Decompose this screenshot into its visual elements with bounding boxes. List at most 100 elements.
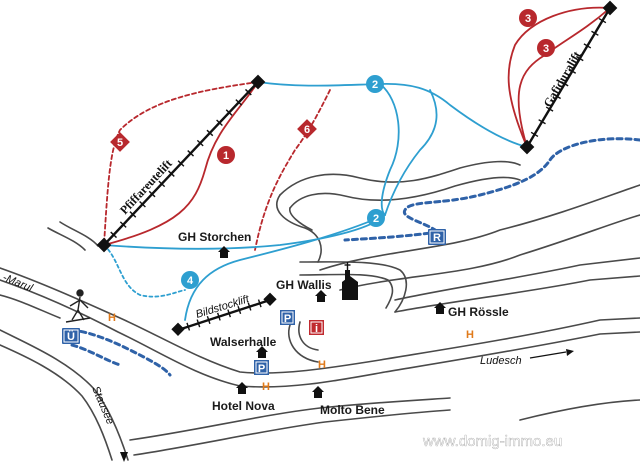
nw-road-a — [47, 227, 86, 251]
lift-tick-gafi — [560, 81, 569, 87]
lift-tick-pfiff — [167, 170, 175, 177]
piste-4-line — [184, 214, 386, 321]
parking-label-1: P — [284, 313, 291, 325]
lift-tick-gafi — [583, 43, 592, 49]
lift-tick-gafi — [553, 93, 561, 100]
lift-station-bild-bottom — [171, 322, 185, 336]
lift-tick-pfiff — [216, 119, 223, 127]
switchback-a — [276, 194, 322, 263]
lower-road-a — [129, 397, 451, 441]
parking-icon-2: P — [254, 360, 269, 375]
lifts — [96, 0, 618, 336]
lift-tick-pfiff — [139, 200, 146, 208]
lift-tick-bild — [186, 322, 191, 331]
piste-marker-5: 5 — [110, 132, 130, 152]
lift-tick-bild — [206, 315, 211, 325]
piste-2-branch — [384, 89, 438, 216]
lift-tick-gafi — [568, 68, 577, 74]
skier-icon — [65, 289, 91, 323]
gafiduralift-line — [525, 7, 612, 148]
village-road-a — [299, 261, 408, 313]
piste-marker-6: 6 — [297, 119, 317, 139]
bus-stop-3: H — [262, 381, 270, 393]
lift-tick-pfiff — [148, 190, 156, 198]
piste-marker-2-mid-label: 2 — [373, 213, 379, 225]
left-road-marul-a — [0, 294, 61, 319]
piste-2-right — [379, 83, 400, 216]
label-gh-roessle: GH Rössle — [448, 305, 509, 319]
blue-pistes — [103, 81, 528, 321]
lift-station-bild-top — [263, 292, 277, 306]
label-gh-storchen: GH Storchen — [178, 230, 251, 244]
piste-marker-1-label: 1 — [223, 150, 229, 162]
piste-marker-4-label: 4 — [187, 275, 194, 287]
stausee-road-b — [0, 344, 113, 461]
piste-2-down — [103, 214, 386, 250]
lift-tick-bild — [196, 319, 201, 328]
winding-road-b — [289, 176, 521, 209]
lift-tick-gafi — [576, 55, 584, 62]
loipe-upper-right — [402, 137, 640, 234]
gafiduralift-label: Gafiduralift — [540, 49, 583, 110]
piste-2-top — [257, 81, 528, 148]
red-pistes — [103, 6, 611, 251]
lift-tick-pfiff — [244, 88, 252, 96]
lift-tick-gafi — [598, 17, 607, 24]
label-walserhalle: Walserhalle — [210, 335, 277, 349]
lift-tick-bild — [227, 309, 232, 318]
lift-station-gafi-top — [602, 0, 618, 16]
label-ludesch: Ludesch — [480, 355, 522, 367]
lift-tick-pfiff — [110, 231, 118, 239]
lift-station-pfiff-top — [250, 74, 266, 90]
label-gh-wallis: GH Wallis — [276, 278, 332, 292]
bottom-right-road — [519, 399, 640, 421]
label-hotel-nova: Hotel Nova — [212, 399, 275, 413]
piste-marker-3b: 3 — [537, 39, 555, 57]
lower-road-b — [133, 409, 451, 456]
loipe-marker-u-label: Ü — [67, 330, 75, 343]
house-icon-walserhalle — [256, 346, 268, 358]
piste-6-line — [254, 89, 331, 251]
house-icon-roessle — [434, 302, 446, 314]
lift-tick-pfiff — [196, 139, 204, 147]
house-icon-molto — [312, 386, 324, 398]
loipe-left — [70, 328, 172, 377]
piste-marker-6-label: 6 — [304, 124, 310, 136]
lift-tick-gafi — [545, 106, 554, 112]
piste-marker-1: 1 — [217, 146, 235, 164]
piste-5-line — [103, 81, 259, 246]
piste-3a-line — [507, 6, 611, 148]
lift-tick-gafi — [538, 119, 546, 125]
ludesch-arrow-icon — [529, 349, 574, 359]
bildstocklift-line — [177, 298, 271, 332]
label-molto-bene: Molto Bene — [320, 403, 385, 417]
loipe-left-b — [70, 343, 122, 367]
lift-ticks — [110, 17, 607, 331]
lift-tick-bild — [237, 305, 242, 315]
piste-marker-5-label: 5 — [117, 137, 123, 149]
watermark: www.domig-immo.eu — [422, 433, 562, 450]
village-loop-b — [298, 321, 319, 351]
village-loop-a — [288, 324, 319, 363]
info-label: i — [315, 323, 318, 335]
bus-stop-4: H — [466, 329, 474, 341]
piste-marker-3b-label: 3 — [543, 43, 549, 55]
piste-marker-2-top: 2 — [366, 75, 384, 93]
valley-road-c — [394, 257, 640, 301]
lift-tick-bild — [257, 299, 262, 308]
main-road-bottom — [0, 279, 640, 388]
loipe-marker-u: Ü — [62, 328, 80, 344]
village-road-b — [299, 273, 394, 309]
piste-marker-4: 4 — [181, 271, 199, 289]
loipe-r-link — [343, 230, 440, 242]
label-stausee: Stausee — [89, 384, 116, 426]
piste-marker-3a-label: 3 — [525, 13, 531, 25]
piste-dotted-link — [103, 244, 186, 298]
lift-tick-pfiff — [235, 99, 243, 106]
lift-tick-bild — [247, 302, 252, 311]
info-icon: i — [309, 320, 324, 335]
parking-icon-1: P — [280, 310, 295, 325]
pfiffareutelift-label: Pfiffareutelift — [117, 156, 175, 217]
